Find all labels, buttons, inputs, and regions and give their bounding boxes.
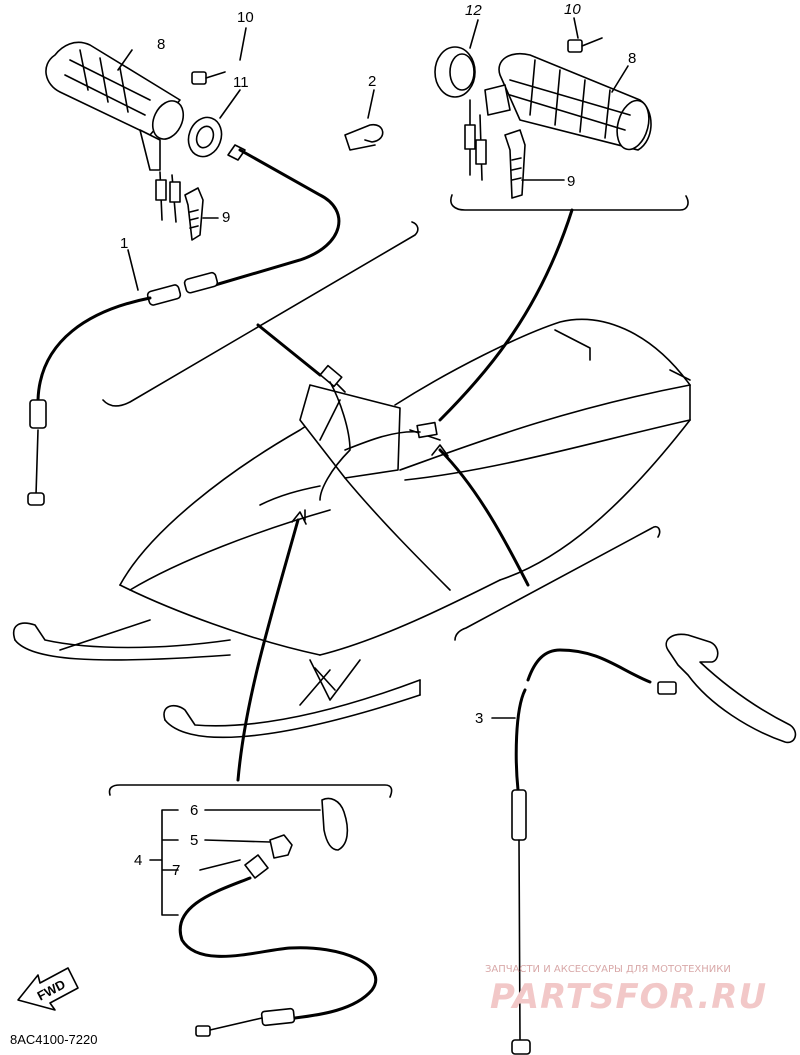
left-cable-tie	[184, 187, 204, 241]
callout-8-left: 8	[157, 36, 165, 53]
choke-knob	[321, 797, 349, 851]
callout-6: 6	[190, 802, 198, 819]
link-lines	[236, 208, 574, 782]
callout-11: 11	[233, 74, 249, 91]
callout-4: 4	[134, 852, 142, 869]
choke-cable	[178, 876, 378, 1020]
callout-1: 1	[120, 235, 128, 252]
grip-sleeve	[434, 46, 476, 98]
lock-nut	[269, 834, 293, 859]
choke-cable-detail	[108, 784, 393, 1037]
brake-cable	[526, 648, 652, 684]
left-handlebar-detail	[27, 41, 419, 506]
left-screw	[191, 71, 226, 85]
throttle-ring	[187, 116, 223, 158]
callout-12: 12	[465, 2, 482, 19]
brake-cable-detail	[454, 525, 797, 1055]
callout-9-right: 9	[567, 173, 575, 190]
watermark-tagline: ЗАПЧАСТИ И АКСЕССУАРЫ ДЛЯ МОТОТЕХНИКИ	[485, 964, 731, 975]
callout-labels: 8 10 11 2 9 1 12 10 8 9 3 6 5 4 7	[120, 1, 636, 879]
callout-10-left: 10	[237, 9, 254, 26]
right-handlebar-detail	[434, 37, 689, 211]
callout-8-right: 8	[628, 50, 636, 67]
diagram-code: 8AC4100-7220	[10, 1032, 97, 1047]
throttle-cable	[27, 144, 341, 506]
left-handlebar-grip	[45, 41, 185, 171]
right-screw	[567, 37, 603, 53]
brake-lever	[665, 633, 797, 744]
right-handlebar-grip	[484, 53, 652, 151]
callout-2: 2	[368, 73, 376, 90]
cable-clip	[344, 123, 384, 151]
callout-10-right: 10	[564, 1, 581, 18]
callout-7: 7	[172, 862, 180, 879]
callout-9-left: 9	[222, 209, 230, 226]
right-cable-tie	[504, 129, 526, 199]
callout-5: 5	[190, 832, 198, 849]
callout-leaders	[117, 17, 629, 719]
forward-arrow: FWD	[17, 967, 79, 1011]
callout-3: 3	[475, 710, 483, 727]
snowmobile-illustration	[13, 318, 691, 739]
watermark: ЗАПЧАСТИ И АКСЕССУАРЫ ДЛЯ МОТОТЕХНИКИ PA…	[485, 964, 767, 1017]
watermark-brand: PARTSFOR.RU	[490, 977, 767, 1017]
